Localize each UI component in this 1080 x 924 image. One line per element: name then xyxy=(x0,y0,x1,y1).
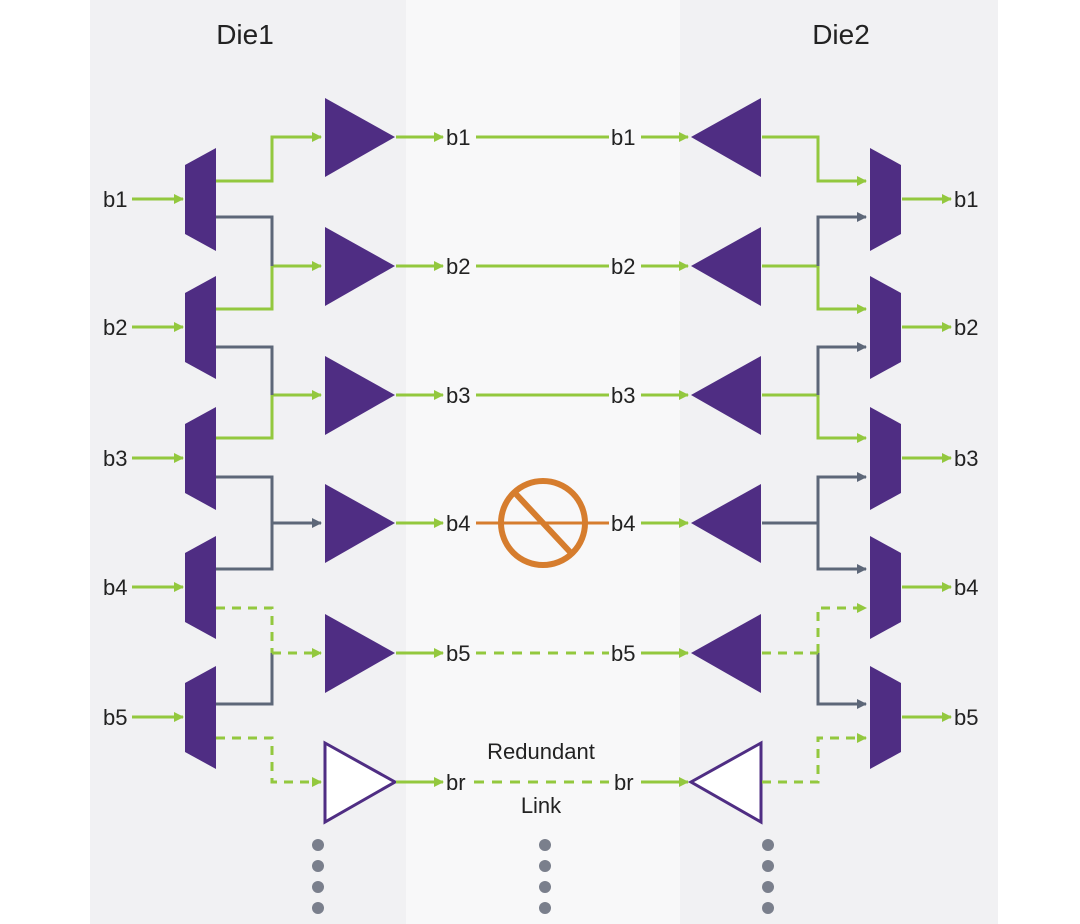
die1-inputs: b1 b2 b3 b4 b5 xyxy=(103,187,127,730)
die1-demux-group xyxy=(185,148,216,769)
die1-input-label: b4 xyxy=(103,575,127,600)
die2-routes-shift xyxy=(762,212,867,709)
die1-demux xyxy=(185,148,216,251)
die2-mux-group xyxy=(870,148,901,769)
tx-buffer xyxy=(325,98,395,177)
tx-buffer xyxy=(325,227,395,306)
rx-buffer xyxy=(691,614,761,693)
die2-routes-spare xyxy=(762,603,867,784)
die2-mux xyxy=(870,148,901,251)
link-labels: b1 b2 b3 b4 b5 br b1 b2 b3 b4 b5 br xyxy=(446,125,635,795)
inter-die-links xyxy=(474,135,609,784)
prohibited-icon xyxy=(498,478,588,568)
die2-mux xyxy=(870,276,901,379)
die2-mux xyxy=(870,536,901,639)
die1-routes-shift xyxy=(216,215,322,706)
link-label-right: b1 xyxy=(611,125,635,150)
redundant-tx-buffer xyxy=(323,740,399,825)
die2-output-label: b3 xyxy=(954,446,978,471)
die2-output-arrows xyxy=(902,194,952,722)
vertical-ellipsis-icon xyxy=(312,839,774,914)
die2-mux xyxy=(870,666,901,769)
die2-routes-active xyxy=(762,135,867,443)
redundant-label-right: br xyxy=(614,770,634,795)
rx-input-arrows xyxy=(641,132,689,787)
tx-buffer xyxy=(325,614,395,693)
link-label-left: b5 xyxy=(446,641,470,666)
die2-outputs: b1 b2 b3 b4 b5 xyxy=(954,187,978,730)
die2-output-label: b5 xyxy=(954,705,978,730)
die1-routes-active xyxy=(216,132,322,440)
rx-buffer xyxy=(691,227,761,306)
rx-buffer xyxy=(691,356,761,435)
die2-rx-buffers xyxy=(691,98,761,693)
die1-routes-spare xyxy=(216,606,322,787)
tx-buffer xyxy=(325,356,395,435)
tx-buffer xyxy=(325,484,395,563)
die2-output-label: b4 xyxy=(954,575,978,600)
link-label-left: b2 xyxy=(446,254,470,279)
die2-output-label: b2 xyxy=(954,315,978,340)
redundant-caption-line2: Link xyxy=(521,793,562,818)
link-label-left: b3 xyxy=(446,383,470,408)
redundant-label-left: br xyxy=(446,770,466,795)
tx-output-arrows xyxy=(396,132,444,787)
link-label-right: b3 xyxy=(611,383,635,408)
link-label-right: b2 xyxy=(611,254,635,279)
die2-title: Die2 xyxy=(812,19,870,50)
redundant-rx-buffer xyxy=(687,740,763,825)
die1-demux xyxy=(185,276,216,379)
interconnect-region xyxy=(406,0,680,924)
die1-demux xyxy=(185,666,216,769)
link-label-right: b4 xyxy=(611,511,635,536)
link-label-right: b5 xyxy=(611,641,635,666)
die1-demux xyxy=(185,536,216,639)
link-label-left: b1 xyxy=(446,125,470,150)
die1-title: Die1 xyxy=(216,19,274,50)
die2-mux xyxy=(870,407,901,510)
die1-demux xyxy=(185,407,216,510)
link-label-left: b4 xyxy=(446,511,470,536)
die1-input-arrows xyxy=(132,194,184,722)
redundant-caption-line1: Redundant xyxy=(487,739,595,764)
die1-input-label: b5 xyxy=(103,705,127,730)
die1-input-label: b2 xyxy=(103,315,127,340)
die1-input-label: b1 xyxy=(103,187,127,212)
die1-tx-buffers xyxy=(325,98,395,693)
die1-input-label: b3 xyxy=(103,446,127,471)
rx-buffer xyxy=(691,484,761,563)
die2-output-label: b1 xyxy=(954,187,978,212)
rx-buffer xyxy=(691,98,761,177)
